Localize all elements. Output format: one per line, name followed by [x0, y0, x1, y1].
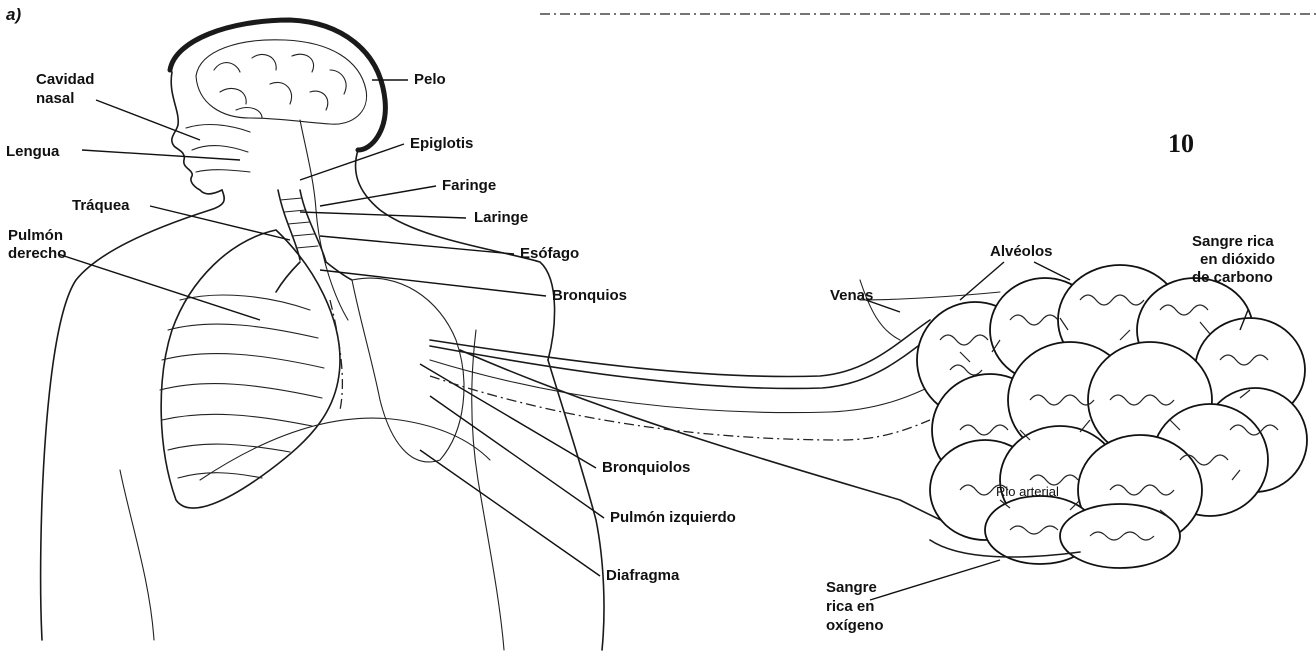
label-bronquiolos: Bronquiolos — [602, 459, 690, 476]
label-venas: Venas — [830, 287, 873, 304]
human-figure — [41, 20, 605, 650]
label-faringe: Faringe — [442, 177, 496, 194]
label-alveolos: Alvéolos — [990, 243, 1053, 260]
spine — [300, 120, 348, 320]
label-lengua: Lengua — [6, 143, 60, 160]
label-bronquios: Bronquios — [552, 287, 627, 304]
label-sangre-co2-line1: Sangre rica — [1192, 233, 1274, 250]
panel-label: a) — [6, 5, 21, 24]
ribs — [160, 295, 324, 478]
label-sangre-o2-line1: Sangre — [826, 579, 877, 596]
label-sangre-o2-line2: rica en — [826, 598, 874, 615]
label-traquea: Tráquea — [72, 197, 130, 214]
label-pulmon-derecho-line1: Pulmón — [8, 227, 63, 244]
label-epiglotis: Epiglotis — [410, 135, 473, 152]
label-diafragma: Diafragma — [606, 567, 680, 584]
label-pulmon-derecho-line2: derecho — [8, 245, 66, 262]
diaphragm — [200, 418, 490, 480]
nasal-cavity — [186, 125, 250, 172]
label-sangre-co2-line2: en dióxido — [1200, 251, 1275, 268]
label-cavidad-nasal-line1: Cavidad — [36, 71, 94, 88]
label-esofago: Esófago — [520, 245, 579, 262]
label-laringe: Laringe — [474, 209, 528, 226]
page-number: 10 — [1168, 129, 1194, 158]
label-cavidad-nasal-line2: nasal — [36, 90, 74, 107]
label-arteria: Rio arterial — [996, 484, 1059, 499]
left-lung — [352, 278, 464, 462]
brain — [196, 40, 367, 124]
label-pelo: Pelo — [414, 71, 446, 88]
blood-vessels — [430, 280, 1000, 540]
trachea — [278, 190, 326, 262]
label-sangre-co2-line3: de carbono — [1192, 269, 1273, 286]
head-outline — [171, 72, 222, 194]
brain-folds — [214, 54, 346, 118]
leader-lines — [58, 80, 604, 576]
label-pulmon-izquierdo: Pulmón izquierdo — [610, 509, 736, 526]
right-lung — [161, 230, 340, 508]
arm-left — [120, 470, 154, 640]
label-sangre-o2-line3: oxígeno — [826, 617, 884, 634]
